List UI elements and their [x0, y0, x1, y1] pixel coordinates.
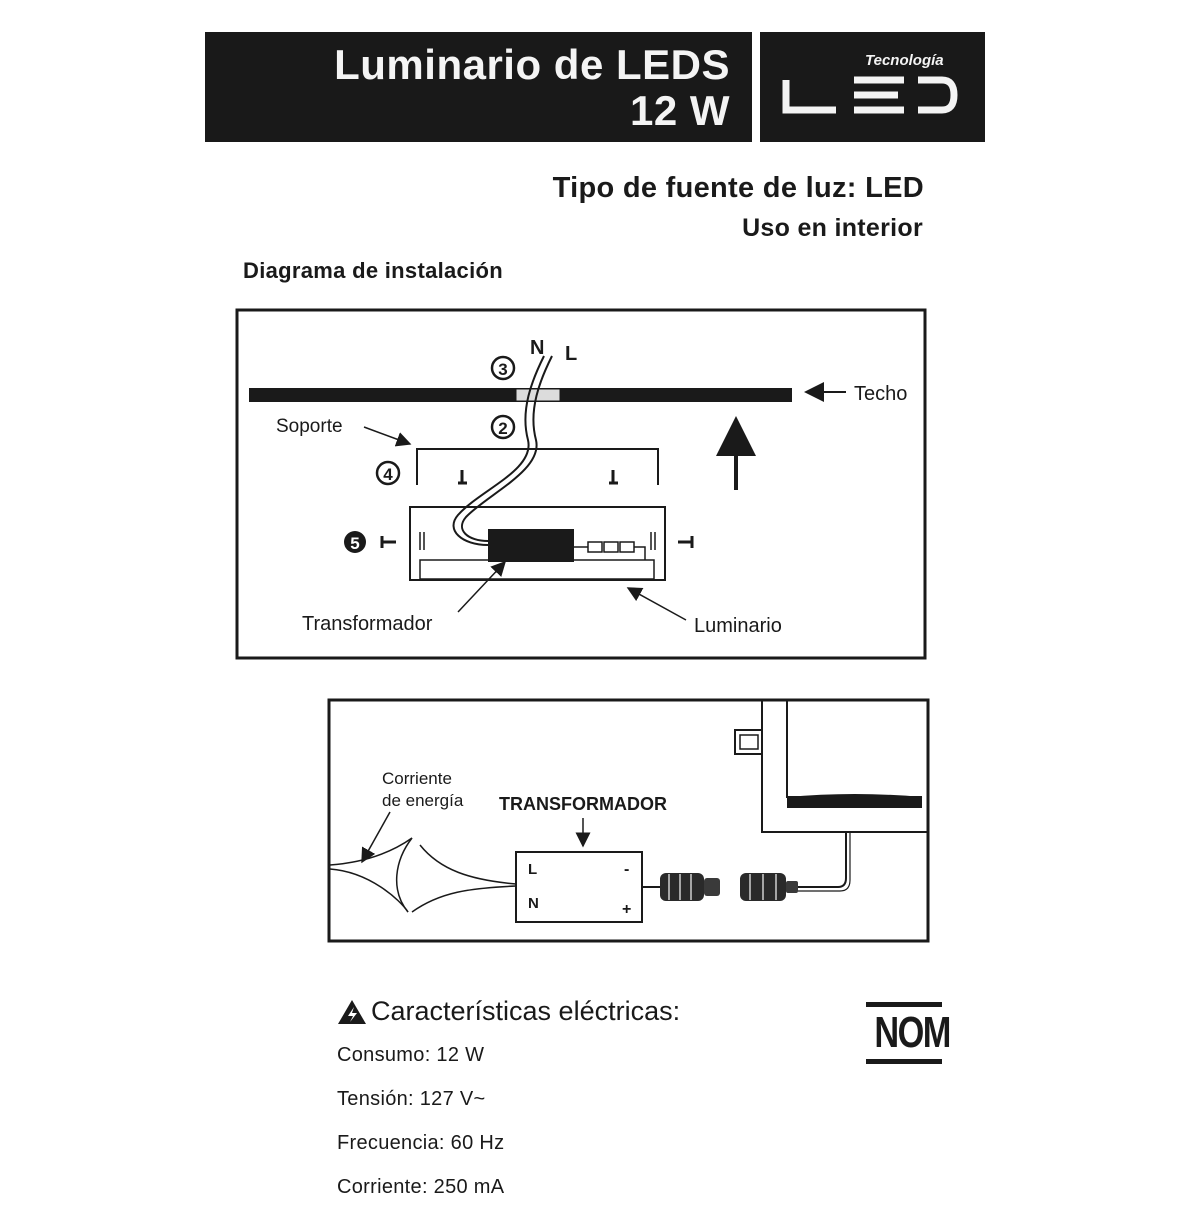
clip-left [419, 532, 425, 550]
installation-heading: Diagrama de instalación [243, 258, 503, 283]
wire-neutral [452, 355, 545, 546]
nom-certification-badge: NOM [866, 1002, 951, 1064]
light-source-type: Tipo de fuente de luz: LED [552, 172, 924, 204]
label-bracket: Soporte [276, 416, 343, 437]
svg-text:3: 3 [498, 360, 507, 379]
transformer-box [515, 851, 643, 923]
nom-text: NOM [874, 1008, 951, 1057]
led-logo [782, 76, 958, 114]
electrical-specs-heading: Características eléctricas: [371, 996, 681, 1026]
luminaire-pointer [626, 587, 687, 621]
svg-text:2: 2 [498, 419, 507, 438]
header-banner: Luminario de LEDS 12 W Tecnología [205, 32, 985, 142]
bracket-shape [416, 448, 659, 485]
fixture-cable [798, 832, 847, 888]
bracket-arrow [363, 426, 412, 447]
terminal-n: N [528, 895, 539, 912]
luminaire-diffuser [419, 559, 655, 580]
fixture-housing [734, 700, 928, 833]
label-neutral: N [530, 337, 544, 359]
spec-current: Corriente: 250 mA [337, 1176, 505, 1198]
product-title: Luminario de LEDS 12 W [334, 42, 730, 134]
wiring-frame [327, 698, 930, 943]
clip-right [650, 532, 656, 550]
electrical-specs-title: Características eléctricas: [337, 996, 680, 1027]
transformer-pointer [457, 560, 507, 613]
label-power-line2: de energía [382, 791, 464, 810]
nom-bar-top [866, 1002, 942, 1007]
power-pointer [361, 811, 391, 864]
terminal-minus: - [624, 861, 629, 878]
product-title-line2: 12 W [629, 87, 730, 134]
connector-male [660, 873, 720, 901]
spec-consumption: Consumo: 12 W [337, 1044, 485, 1066]
step-2-marker: 2 [490, 414, 516, 440]
transformer-title: TRANSFORMADOR [499, 794, 667, 814]
power-wires [329, 837, 517, 913]
label-power-line1: Corriente [382, 769, 452, 788]
connector-small [574, 541, 646, 560]
wire-live [461, 355, 553, 542]
usage-type: Uso en interior [742, 214, 923, 242]
step-3-marker: 3 [490, 355, 516, 381]
product-title-line1: Luminario de LEDS [334, 41, 730, 88]
transformer-block [488, 529, 574, 562]
ceiling-opening [515, 388, 561, 402]
logo-caption: Tecnología [865, 52, 944, 69]
label-ceiling: Techo [854, 383, 907, 405]
ceiling-bar [249, 388, 792, 402]
connector-female [740, 873, 798, 901]
nom-bar-bottom [866, 1059, 942, 1064]
banner-divider [752, 32, 760, 142]
spec-frequency: Frecuencia: 60 Hz [337, 1132, 505, 1154]
side-screw-left [380, 536, 396, 548]
step-5-marker: 5 [344, 531, 366, 553]
label-transformer: Transformador [302, 613, 433, 635]
label-luminaire: Luminario [694, 615, 782, 637]
terminal-l: L [528, 861, 537, 878]
bracket-screws [458, 470, 618, 485]
spec-voltage: Tensión: 127 V~ [337, 1088, 486, 1110]
installation-frame [235, 308, 927, 660]
svg-text:4: 4 [383, 465, 393, 484]
electrical-specs: Características eléctricas: Consumo: 12 … [337, 996, 680, 1209]
side-screw-right [678, 536, 694, 548]
luminaire-body [409, 506, 666, 581]
terminal-plus: + [622, 901, 631, 918]
label-live: L [565, 343, 577, 365]
step-4-marker: 4 [375, 460, 401, 486]
warning-icon [338, 999, 366, 1024]
svg-text:5: 5 [350, 534, 359, 553]
